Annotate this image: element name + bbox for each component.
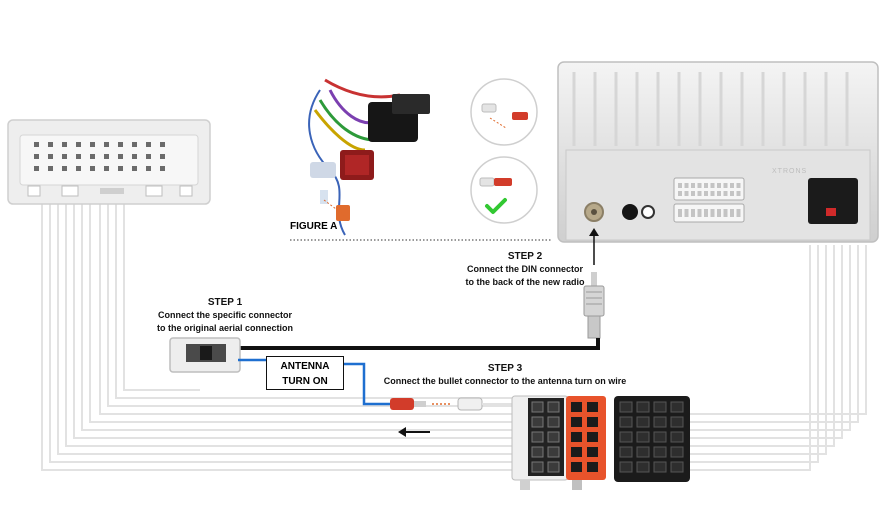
check-icon xyxy=(485,198,507,214)
antenna-turn-on-wire xyxy=(238,358,390,406)
instruction-circle-2 xyxy=(470,156,538,224)
instruction-circle-1 xyxy=(470,78,538,146)
step2-label: STEP 2 Connect the DIN connector to the … xyxy=(430,250,620,289)
white-harness-wires xyxy=(41,200,515,471)
figure-a-label: FIGURE A xyxy=(290,221,338,232)
right-harness-wires xyxy=(690,245,867,471)
step2-line2: to the back of the new radio xyxy=(465,277,585,287)
step1-label: STEP 1 Connect the specific connector to… xyxy=(120,296,330,335)
antenna-cable xyxy=(238,338,600,350)
step3-title: STEP 3 xyxy=(487,363,523,374)
din-antenna-plug xyxy=(583,228,605,339)
figure-a-aerial-adapter xyxy=(308,78,430,236)
vehicle-connector xyxy=(7,119,211,205)
step2-line1: Connect the DIN connector xyxy=(466,264,583,274)
iso-connector-female xyxy=(511,395,606,490)
step3-line1: Connect the bullet connector to the ante… xyxy=(383,376,627,386)
aerial-connector xyxy=(169,337,241,373)
antenna-turn-on-box: ANTENNA TURN ON xyxy=(266,356,344,390)
radio-brand: XTRONS xyxy=(772,168,807,175)
iso-connector-male xyxy=(614,396,690,482)
step2-title: STEP 2 xyxy=(507,251,543,262)
step1-line2: to the original aerial connection xyxy=(156,323,294,333)
arrow-left-icon xyxy=(398,427,430,437)
step1-line1: Connect the specific connector xyxy=(157,310,293,320)
step1-title: STEP 1 xyxy=(207,297,243,308)
step3-label: STEP 3 Connect the bullet connector to t… xyxy=(360,362,650,388)
antenna-turn-on-line2: TURN ON xyxy=(282,376,328,387)
bullet-connector xyxy=(390,397,512,411)
radio-unit: XTRONS xyxy=(557,61,879,243)
antenna-turn-on-line1: ANTENNA xyxy=(280,361,330,372)
